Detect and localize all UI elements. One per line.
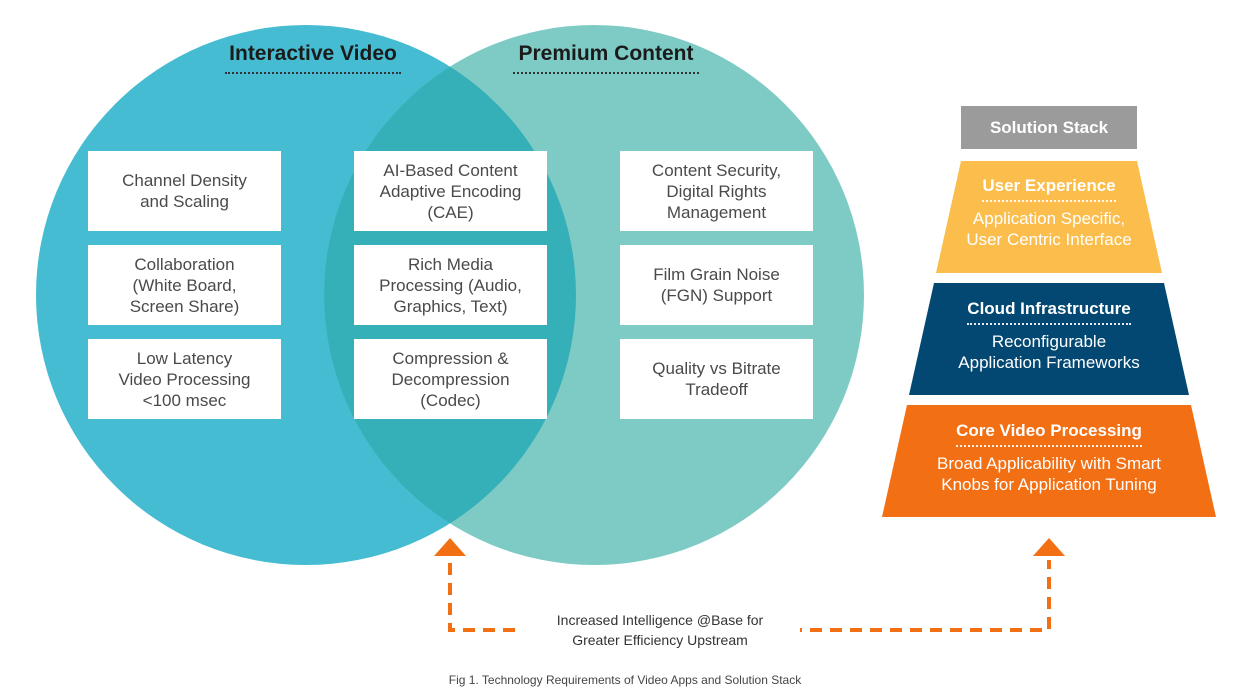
right-circle-title: Premium Content xyxy=(513,42,699,74)
tier-desc: Broad Applicability with Smart Knobs for… xyxy=(937,454,1161,494)
tier-core-video-processing-shape xyxy=(882,405,1216,517)
tier-user-experience-shape xyxy=(936,161,1162,273)
feedback-arrow-label: Increased Intelligence @Base for Greater… xyxy=(520,610,800,650)
tier-desc: Application Specific, User Centric Inter… xyxy=(966,209,1132,249)
tier-cloud-infrastructure: Cloud Infrastructure Reconfigurable Appl… xyxy=(909,299,1189,373)
tier-user-experience: User Experience Application Specific, Us… xyxy=(936,176,1162,250)
tier-title: User Experience xyxy=(982,176,1116,202)
right-item-2: Film Grain Noise (FGN) Support xyxy=(620,245,813,325)
tier-title: Core Video Processing xyxy=(956,421,1142,447)
solution-stack-header: Solution Stack xyxy=(961,106,1137,149)
tier-cloud-infrastructure-shape xyxy=(909,283,1189,395)
center-item-2: Rich Media Processing (Audio, Graphics, … xyxy=(354,245,547,325)
arrowhead-left xyxy=(434,538,466,556)
center-item-1: AI-Based Content Adaptive Encoding (CAE) xyxy=(354,151,547,231)
left-item-2: Collaboration (White Board, Screen Share… xyxy=(88,245,281,325)
tier-core-video-processing: Core Video Processing Broad Applicabilit… xyxy=(882,421,1216,495)
right-item-1: Content Security, Digital Rights Managem… xyxy=(620,151,813,231)
right-item-3: Quality vs Bitrate Tradeoff xyxy=(620,339,813,419)
feedback-arrow xyxy=(448,560,1051,632)
figure-caption: Fig 1. Technology Requirements of Video … xyxy=(448,673,802,687)
tier-title: Cloud Infrastructure xyxy=(967,299,1131,325)
left-item-1: Channel Density and Scaling xyxy=(88,151,281,231)
left-circle-title: Interactive Video xyxy=(225,42,401,74)
left-item-3: Low Latency Video Processing <100 msec xyxy=(88,339,281,419)
tier-desc: Reconfigurable Application Frameworks xyxy=(958,332,1140,372)
center-item-3: Compression & Decompression (Codec) xyxy=(354,339,547,419)
arrowhead-right xyxy=(1033,538,1065,556)
